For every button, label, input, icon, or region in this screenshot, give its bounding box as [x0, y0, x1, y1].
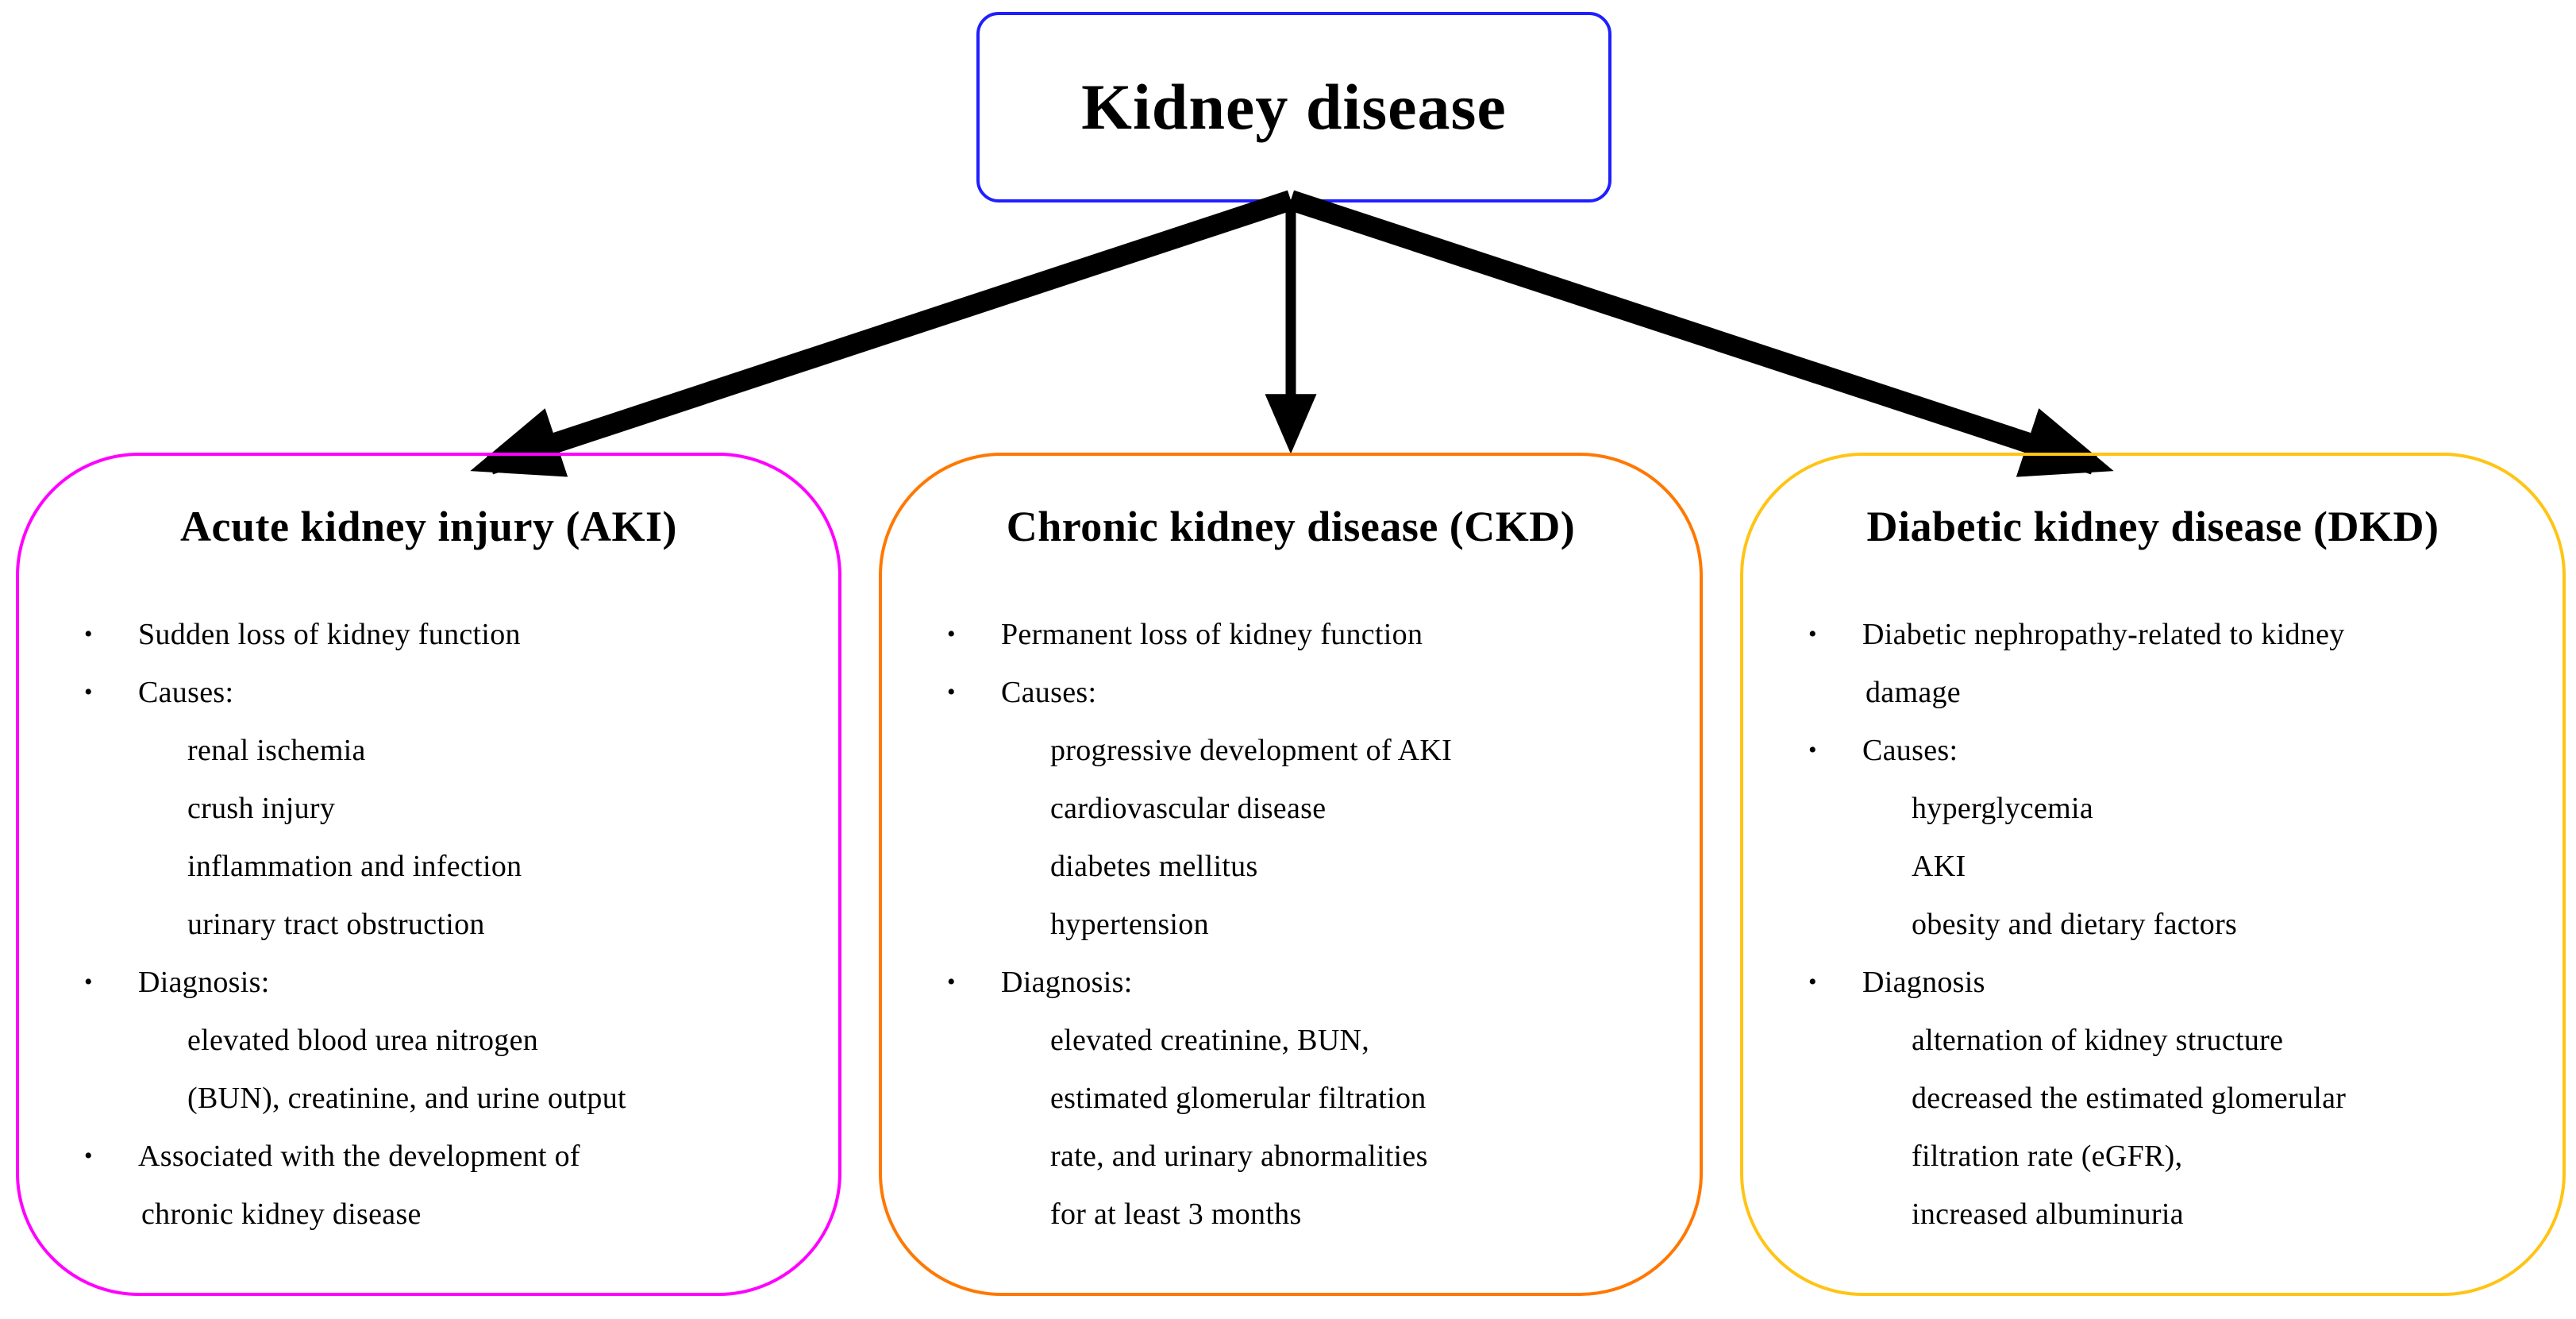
- list-item: elevated creatinine, BUN,: [882, 1011, 1700, 1069]
- list-item-text: Causes:: [138, 675, 234, 709]
- ckd-lines: • Permanent loss of kidney function • Caus…: [882, 605, 1700, 1243]
- list-item: hyperglycemia: [1743, 779, 2563, 837]
- list-item: estimated glomerular filtration: [882, 1069, 1700, 1127]
- bullet-marker: •: [947, 678, 956, 705]
- ckd-title: Chronic kidney disease (CKD): [1006, 503, 1576, 550]
- list-item-text: hyperglycemia: [1912, 791, 2094, 825]
- list-item: • Causes:: [1743, 721, 2563, 779]
- list-item: • Sudden loss of kidney function: [19, 605, 838, 663]
- list-item-text: chronic kidney disease: [141, 1197, 422, 1231]
- list-item-text: Sudden loss of kidney function: [138, 617, 521, 651]
- list-item: • Causes:: [19, 663, 838, 721]
- list-item-text: decreased the estimated glomerular: [1912, 1081, 2347, 1115]
- list-item: diabetes mellitus: [882, 837, 1700, 895]
- bullet-marker: •: [947, 968, 956, 995]
- list-item: filtration rate (eGFR),: [1743, 1127, 2563, 1185]
- list-item-text: Diagnosis: [1862, 965, 1985, 999]
- bullet-marker: •: [947, 620, 956, 647]
- list-item: • Permanent loss of kidney function: [882, 605, 1700, 663]
- list-item-text: Diagnosis:: [138, 965, 270, 999]
- bullet-marker: •: [84, 968, 93, 995]
- dkd-lines: •Diabetic nephropathy-related to kidney …: [1743, 605, 2563, 1243]
- node-chronic-kidney-disease: Chronic kidney disease (CKD) • Permanent …: [879, 453, 1703, 1296]
- list-item-text: increased albuminuria: [1912, 1197, 2184, 1231]
- aki-lines: • Sudden loss of kidney function • Causes:…: [19, 605, 838, 1243]
- list-item-text: hypertension: [1050, 907, 1209, 941]
- list-item-text: Causes:: [1001, 675, 1097, 709]
- list-item: AKI: [1743, 837, 2563, 895]
- list-item: damage: [1743, 663, 2563, 721]
- list-item: decreased the estimated glomerular: [1743, 1069, 2563, 1127]
- list-item: for at least 3 months: [882, 1185, 1700, 1243]
- list-item: progressive development of AKI: [882, 721, 1700, 779]
- list-item-text: AKI: [1912, 849, 1966, 883]
- dkd-title: Diabetic kidney disease (DKD): [1866, 503, 2439, 550]
- arrow-to-aki: [470, 190, 1295, 477]
- list-item: • Associated with the development of: [19, 1127, 838, 1185]
- list-item-text: elevated creatinine, BUN,: [1050, 1023, 1370, 1057]
- list-item-text: crush injury: [187, 791, 336, 825]
- list-item: crush injury: [19, 779, 838, 837]
- list-item: elevated blood urea nitrogen: [19, 1011, 838, 1069]
- list-item: renal ischemia: [19, 721, 838, 779]
- list-item-text: damage: [1866, 675, 1961, 709]
- list-item: • Diabetic nephropathy-related to kidney: [1743, 605, 2563, 663]
- list-item: urinary tract obstruction: [19, 895, 838, 953]
- list-item: rate, and urinary abnormalities: [882, 1127, 1700, 1185]
- bullet-marker: •: [1808, 620, 1817, 647]
- node-kidney-disease: Kidney disease: [976, 12, 1611, 202]
- root-node-label: Kidney disease: [1081, 71, 1507, 143]
- list-item-text: urinary tract obstruction: [187, 907, 485, 941]
- list-item-text: rate, and urinary abnormalities: [1050, 1139, 1428, 1173]
- bullet-marker: •: [1808, 736, 1817, 763]
- list-item: inflammation and infection: [19, 837, 838, 895]
- list-item-text: elevated blood urea nitrogen: [187, 1023, 539, 1057]
- list-item-text: Causes:: [1862, 733, 1958, 767]
- list-item: alternation of kidney structure: [1743, 1011, 2563, 1069]
- list-item-text: cardiovascular disease: [1050, 791, 1327, 825]
- list-item-text: (BUN), creatinine, and urine output: [187, 1081, 626, 1115]
- list-item: hypertension: [882, 895, 1700, 953]
- list-item: obesity and dietary factors: [1743, 895, 2563, 953]
- bullet-marker: •: [84, 620, 93, 647]
- list-item-text: Diagnosis:: [1001, 965, 1133, 999]
- bullet-marker: •: [84, 678, 93, 705]
- list-item: • Diagnosis: [1743, 953, 2563, 1011]
- list-item-text: Permanent loss of kidney function: [1001, 617, 1423, 651]
- list-item-text: obesity and dietary factors: [1912, 907, 2238, 941]
- bullet-marker: •: [1808, 968, 1817, 995]
- aki-title: Acute kidney injury (AKI): [179, 503, 677, 550]
- bullet-marker: •: [84, 1142, 93, 1169]
- list-item: (BUN), creatinine, and urine output: [19, 1069, 838, 1127]
- list-item: increased albuminuria: [1743, 1185, 2563, 1243]
- arrow-to-dkd: [1287, 190, 2114, 477]
- list-item-text: filtration rate (eGFR),: [1912, 1139, 2183, 1173]
- list-item-text: progressive development of AKI: [1050, 733, 1453, 767]
- list-item: chronic kidney disease: [19, 1185, 838, 1243]
- node-acute-kidney-injury: Acute kidney injury (AKI) • Sudden loss o…: [16, 453, 841, 1296]
- list-item: • Diagnosis:: [882, 953, 1700, 1011]
- list-item-text: alternation of kidney structure: [1912, 1023, 2284, 1057]
- list-item-text: estimated glomerular filtration: [1050, 1081, 1427, 1115]
- list-item: cardiovascular disease: [882, 779, 1700, 837]
- node-diabetic-kidney-disease: Diabetic kidney disease (DKD) • Diabetic …: [1740, 453, 2566, 1296]
- list-item: • Causes:: [882, 663, 1700, 721]
- list-item-text: diabetes mellitus: [1050, 849, 1258, 883]
- list-item-text: renal ischemia: [187, 733, 366, 767]
- list-item-text: inflammation and infection: [187, 849, 522, 883]
- list-item-text: Diabetic nephropathy-related to kidney: [1862, 617, 2345, 651]
- list-item: • Diagnosis:: [19, 953, 838, 1011]
- list-item-text: for at least 3 months: [1050, 1197, 1302, 1231]
- list-item-text: Associated with the development of: [138, 1139, 580, 1173]
